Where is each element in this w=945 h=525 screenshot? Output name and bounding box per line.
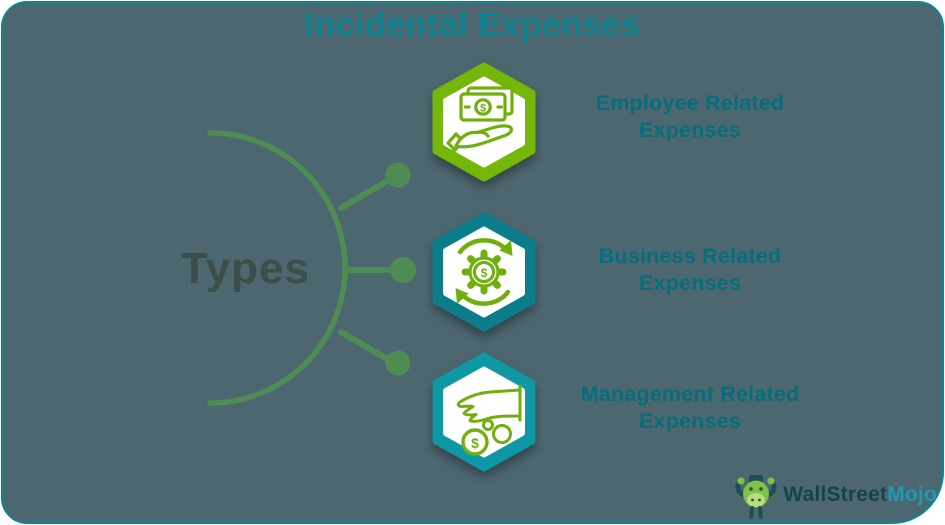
logo-wordmark: WallStreetMojo xyxy=(783,483,937,507)
types-label: Types xyxy=(181,244,310,293)
hexagon-tile-management: $ xyxy=(432,352,536,472)
cash-in-hand-icon: $ xyxy=(446,86,514,152)
label-management-related: Management Related Expenses xyxy=(540,381,840,435)
hexagon-tile-employee: $ xyxy=(432,62,536,182)
logo-text-mojo: Mojo xyxy=(887,483,937,506)
page-title: Incidental Expenses xyxy=(304,6,641,44)
label-line-2: Expenses xyxy=(639,271,741,295)
svg-text:$: $ xyxy=(480,103,486,115)
label-line-1: Management Related xyxy=(580,382,800,406)
svg-text:$: $ xyxy=(471,435,479,451)
label-line-2: Expenses xyxy=(639,118,741,142)
dollar-gear-cycle-icon: $ xyxy=(455,238,513,306)
label-business-related: Business Related Expenses xyxy=(540,243,840,297)
hexagon-tile-business: $ xyxy=(432,212,536,332)
hand-dropping-coins-icon: $ xyxy=(456,384,522,456)
logo-text-wallstreet: WallStreet xyxy=(783,483,888,506)
label-line-2: Expenses xyxy=(639,409,741,433)
wallstreetmojo-logo: WallStreetMojo xyxy=(732,469,937,521)
label-employee-related: Employee Related Expenses xyxy=(540,90,840,144)
label-line-1: Business Related xyxy=(598,244,782,268)
label-line-1: Employee Related xyxy=(595,91,785,115)
bull-mascot-icon xyxy=(735,475,777,519)
svg-text:$: $ xyxy=(481,266,488,280)
